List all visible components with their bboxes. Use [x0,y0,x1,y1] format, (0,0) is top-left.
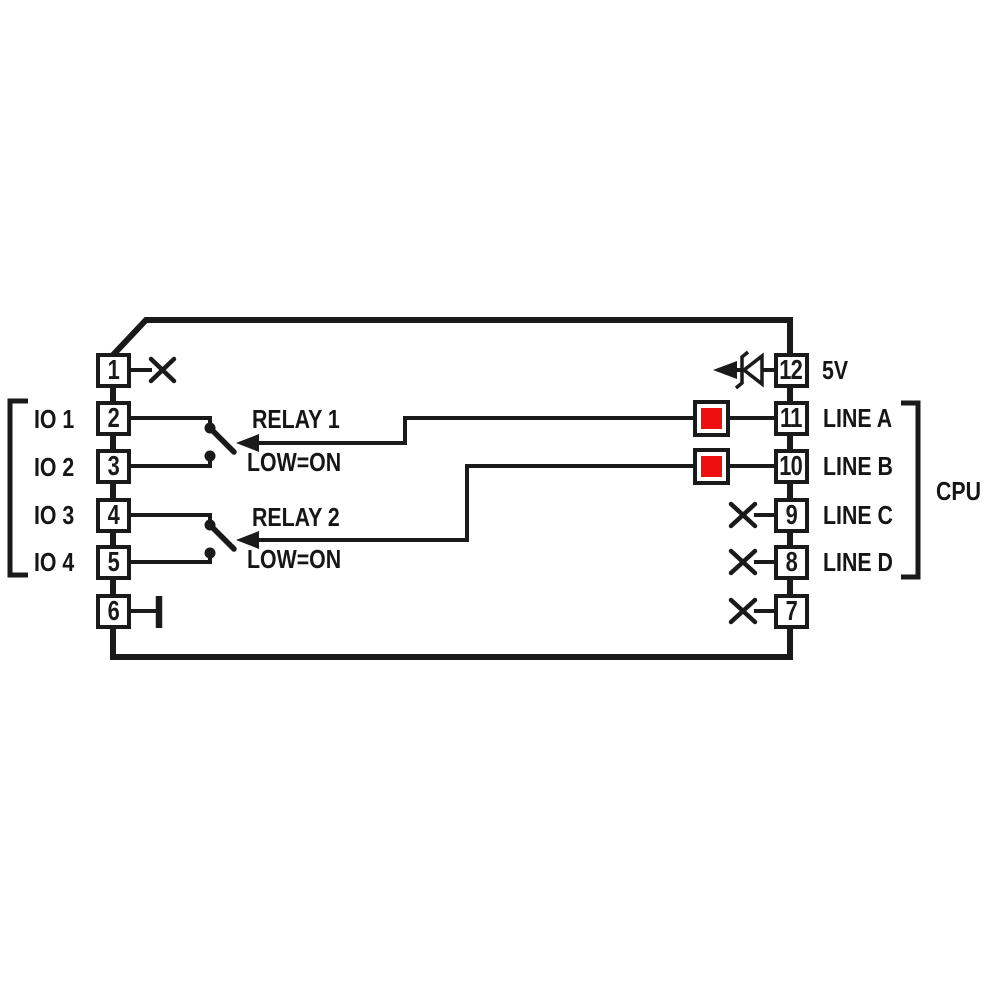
pin-box-3: 3 [95,448,131,484]
cpu-label: CPU [936,476,982,506]
pin11-led-indicator [692,399,730,437]
pin-number-1: 1 [107,354,119,385]
pin-number-2: 2 [107,402,119,433]
io3-label: IO 3 [34,500,75,530]
pin10-led-indicator [692,447,730,485]
pin-number-5: 5 [107,546,119,577]
pin6-terminal-icon [130,596,163,628]
pin-number-7: 7 [785,595,797,626]
pin-box-10: 10 [773,448,809,484]
pin11-led-fill [700,407,722,429]
pin-number-6: 6 [107,595,119,626]
pin-box-2: 2 [95,400,131,436]
pin-box-12: 12 [773,352,809,388]
pin-box-11: 11 [773,400,809,436]
pin8-no-connect-x-icon [728,548,774,576]
line-b-label: LINE B [823,451,893,481]
pin-number-3: 3 [107,450,119,481]
pin-number-12: 12 [779,354,804,385]
pin-number-11: 11 [780,402,802,433]
relay2-switch-icon [130,513,237,564]
pin-number-9: 9 [785,499,797,530]
pin-box-9: 9 [773,497,809,533]
relay1-arrow-icon [236,434,259,452]
relay2-drive-wire [236,464,693,549]
io-bracket [7,398,28,578]
pin1-no-connect-x-icon [130,356,177,384]
pin7-no-connect-x-icon [728,597,774,625]
io4-label: IO 4 [34,547,75,577]
pin-box-7: 7 [773,593,809,629]
supply-arrow-icon [713,361,737,379]
chip-outline [110,317,793,660]
pin12-diode-icon [713,350,776,390]
relay2-name-label: RELAY 2 [252,502,340,532]
pin-box-6: 6 [95,593,131,629]
line-d-label: LINE D [823,547,893,577]
relay1-drive-wire [236,416,693,452]
pin10-led-fill [700,455,722,477]
cpu-bracket [901,400,921,580]
io2-label: IO 2 [34,452,75,482]
relay2-arrow-icon [236,531,259,549]
pin12-5v-label: 5V [822,355,849,385]
pin-box-8: 8 [773,544,809,580]
pin-box-1: 1 [95,352,131,388]
line-c-label: LINE C [823,500,893,530]
line-a-label: LINE A [823,403,893,433]
pin-box-5: 5 [95,544,131,580]
relay1-mode-label: LOW=ON [247,447,342,477]
pin-number-8: 8 [785,546,797,577]
relay1-name-label: RELAY 1 [252,404,340,434]
relay2-mode-label: LOW=ON [247,544,342,574]
relay1-switch-icon [130,416,237,468]
io1-label: IO 1 [34,404,75,434]
pin-number-4: 4 [107,499,119,530]
pin9-no-connect-x-icon [728,501,774,529]
pin-number-10: 10 [779,450,804,481]
pin-box-4: 4 [95,497,131,533]
